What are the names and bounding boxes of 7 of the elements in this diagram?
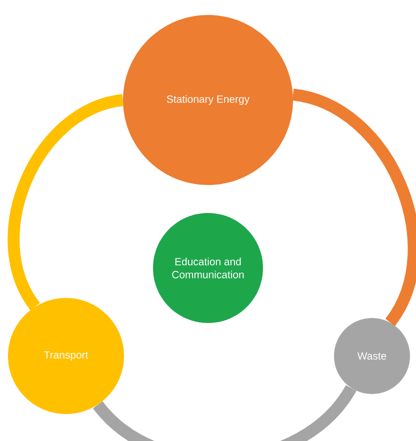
circle-node: Waste (334, 318, 410, 394)
ring-arc (93, 384, 356, 441)
ring-arc (292, 88, 416, 326)
circle-node: Transport (8, 298, 124, 414)
circle-node: Education and Communication (153, 213, 263, 323)
circle-node: Stationary Energy (123, 15, 293, 185)
ring-arc (8, 94, 124, 310)
